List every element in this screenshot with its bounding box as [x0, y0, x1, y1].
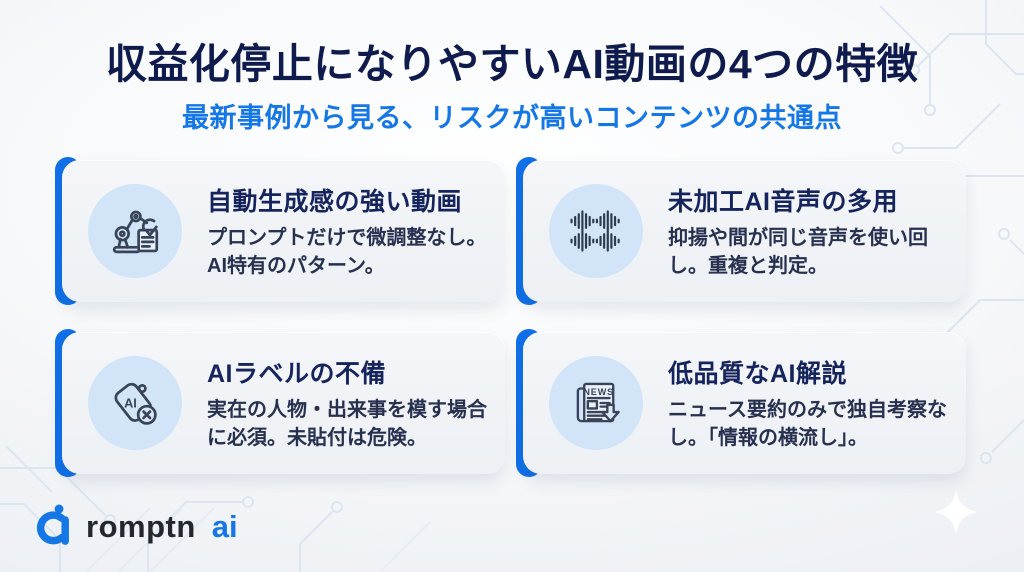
card-title: 未加工AI音声の多用: [668, 187, 899, 216]
romptn-logo-icon: [36, 504, 69, 545]
slide-subtitle: 最新事例から見る、リスクが高いコンテンツの共通点: [182, 103, 842, 133]
card-title: AIラベルの不備: [207, 359, 387, 388]
icon-circle: AI: [88, 356, 182, 450]
card-body: 抑揚や間が同じ音声を使い回し。重複と判定。: [668, 226, 928, 277]
brand-logo: romptn ai: [30, 503, 238, 551]
sparkle-decoration: [934, 490, 978, 534]
slide-title: 収益化停止になりやすいAI動画の4つの特徴: [105, 41, 919, 87]
card-body: ニュース要約のみで独自考察なし。「情報の横流し」。: [668, 398, 947, 449]
feature-card-grid: 自動生成感の強い動画 プロンプトだけで微調整なし。AI特有のパターン。: [55, 157, 966, 477]
news-label-text: NEWS: [583, 387, 614, 397]
card-body: 実在の人物・出来事を模す場合に必須。未貼付は危険。: [207, 398, 487, 449]
icon-circle: [88, 184, 182, 278]
card-title: 低品質なAI解説: [668, 359, 848, 388]
feature-card-missing-ai-label: AI AIラベルの不備 実在の人物・出来事を模す場合に必須。未貼付は危険。: [55, 329, 505, 477]
card-body: プロンプトだけで微調整なし。AI特有のパターン。: [207, 226, 487, 277]
robot-arm-icon: [112, 210, 159, 254]
brand-suffix: ai: [211, 509, 238, 544]
audio-waveform-icon: [570, 210, 620, 252]
feature-card-low-quality-ai-commentary: NEWS 低品質なAI解説 ニュース要約のみで独自考察なし。「情報の横流し」。: [516, 329, 966, 477]
brand-name: romptn: [86, 509, 196, 544]
news-document-icon: NEWS: [576, 382, 620, 423]
feature-card-auto-generated-video: 自動生成感の強い動画 プロンプトだけで微調整なし。AI特有のパターン。: [55, 157, 505, 305]
tag-label-text: AI: [124, 397, 137, 411]
icon-circle: NEWS: [549, 356, 643, 450]
card-title: 自動生成感の強い動画: [207, 187, 463, 216]
ai-label-tag-icon: AI: [114, 382, 157, 425]
icon-circle: [549, 184, 643, 278]
feature-card-raw-ai-voice: 未加工AI音声の多用 抑揚や間が同じ音声を使い回し。重複と判定。: [516, 157, 966, 305]
